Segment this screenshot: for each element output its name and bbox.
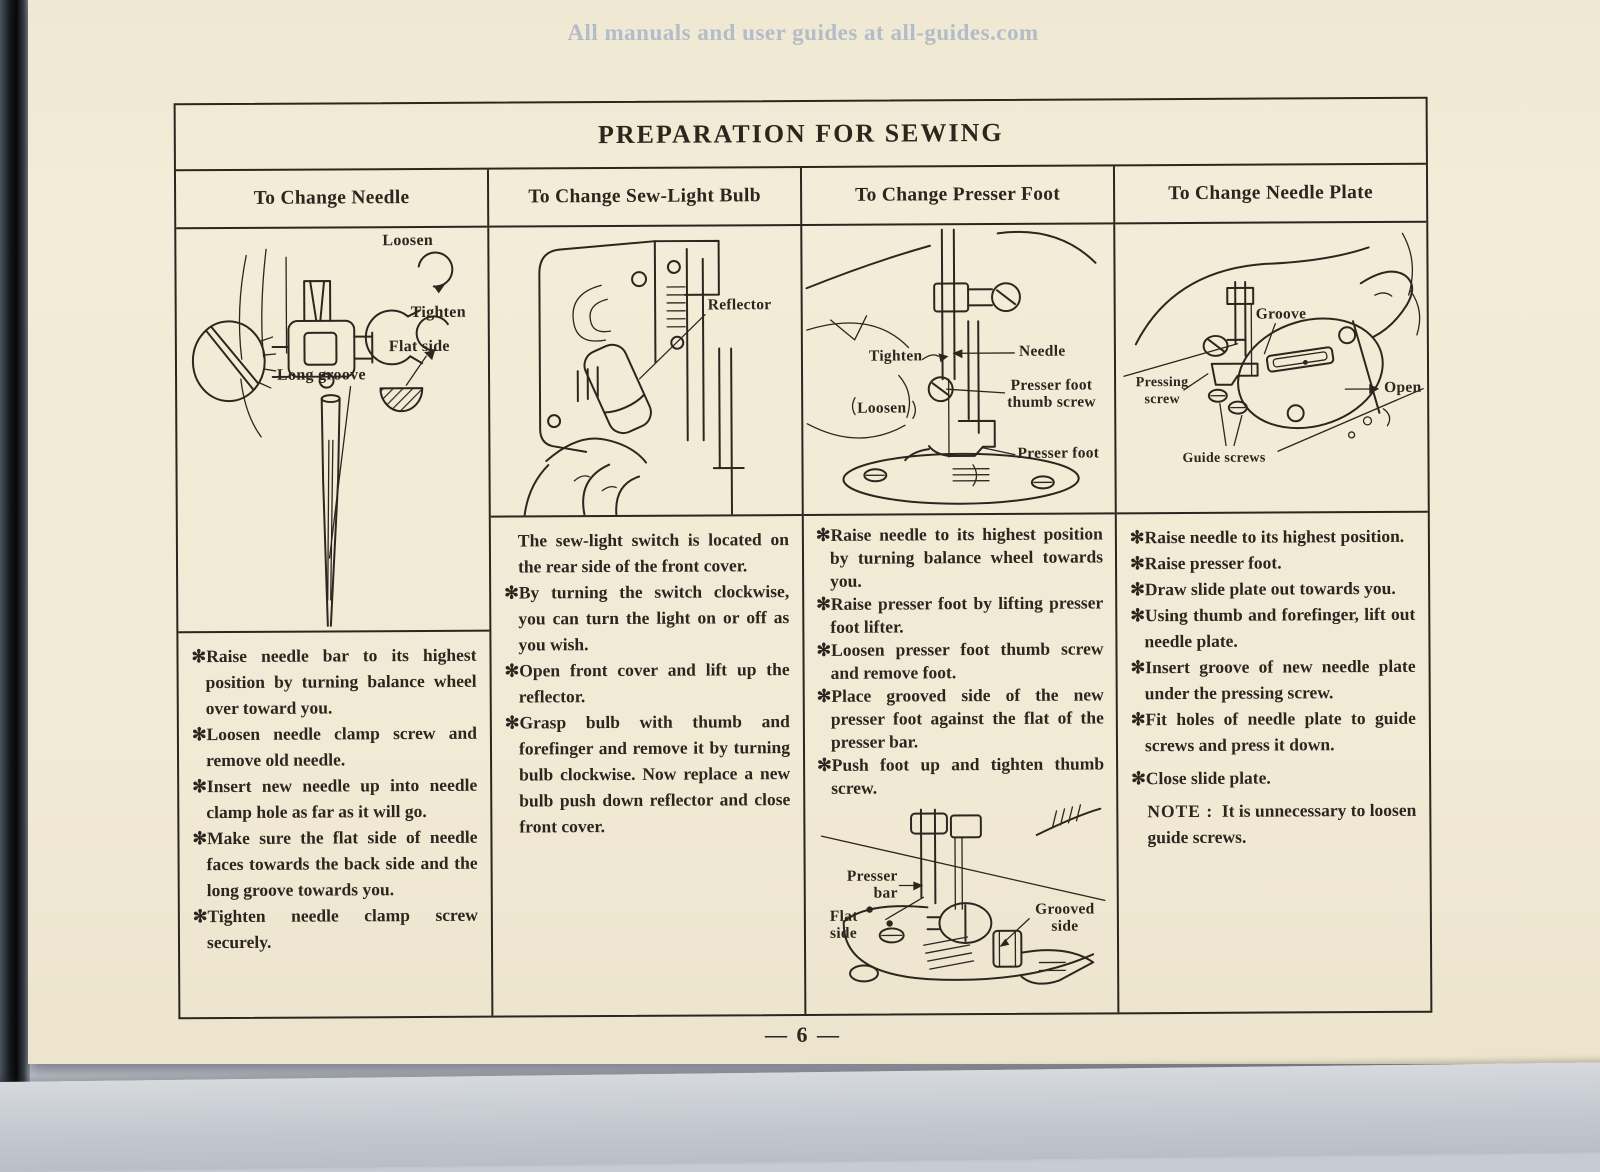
column-change-needle: Loosen Tighten Flat side Long groove ✻Ra…: [176, 227, 494, 1018]
instruction-item: ✻Grasp bulb with thumb and forefinger an…: [504, 711, 791, 837]
column-header-change-needle-plate: To Change Needle Plate: [1168, 182, 1373, 205]
figure-label-tighten: Tighten: [868, 347, 923, 365]
instruction-item: ✻Insert groove of new needle plate under…: [1130, 655, 1416, 704]
figure-label-needle: Needle: [1018, 342, 1066, 360]
manual-page: [28, 0, 1600, 1064]
figure-label-groove: Groove: [1255, 305, 1307, 323]
instruction-item: ✻Raise needle to its highest position.: [1129, 525, 1405, 548]
needle-clamp-illustration: [191, 248, 454, 627]
instruction-item: ✻Raise presser foot by lifting presser f…: [816, 592, 1104, 637]
instruction-item: ✻Raise presser foot.: [1129, 552, 1282, 574]
instruction-item: ✻Using thumb and forefinger, lift out ne…: [1130, 603, 1416, 652]
instructions-change-needle: ✻Raise needle bar to its highest positio…: [178, 632, 491, 962]
figure-label-loosen: Loosen: [382, 231, 434, 250]
needle-plate-illustration: [1123, 232, 1424, 452]
figure-label-tighten: Tighten: [410, 303, 466, 322]
instruction-item: ✻Raise needle bar to its highest positio…: [191, 644, 477, 719]
figure-label-presser-bar: Presser bar: [846, 867, 898, 902]
figure-label-presser-foot: Presser foot: [1017, 444, 1100, 462]
page-number: — 6 —: [765, 1022, 841, 1047]
sew-light-illustration: [523, 239, 745, 516]
instruction-item: ✻By turning the switch clockwise, you ca…: [504, 581, 790, 655]
instruction-item: ✻Draw slide plate out towards you.: [1130, 577, 1396, 600]
instruction-item: ✻Open front cover and lift up the reflec…: [504, 659, 790, 707]
presser-foot-figure: Tighten Loosen Needle Presser foot thumb…: [802, 224, 1115, 516]
instruction-item: ✻Insert new needle up into needle clamp …: [192, 774, 478, 823]
instructions-change-sew-light-bulb: The sew-light switch is located on the r…: [491, 516, 804, 846]
figure-label-flat-side: Flat side: [388, 337, 450, 356]
instruction-item: ✻Loosen presser foot thumb screw and rem…: [816, 638, 1104, 683]
figure-label-open: Open: [1384, 378, 1422, 396]
instructions-change-presser-foot: ✻Raise needle to its highest position by…: [804, 514, 1117, 804]
presser-bar-figure: Presser bar Flat side Grooved side: [805, 802, 1117, 990]
figure-label-guide-screws: Guide screws: [1182, 450, 1266, 467]
figure-label-reflector: Reflector: [707, 296, 772, 314]
column-change-needle-plate: Groove Pressing screw Guide screws Open …: [1115, 222, 1430, 1013]
figure-label-long-groove: Long groove: [276, 366, 366, 384]
figure-label-pressing-screw: Pressing screw: [1135, 374, 1189, 408]
instruction-item: ✻Tighten needle clamp screw securely.: [192, 904, 478, 953]
column-change-presser-foot: Tighten Loosen Needle Presser foot thumb…: [802, 224, 1120, 1014]
column-header-change-needle: To Change Needle: [175, 169, 490, 228]
instructions-change-needle-plate: ✻Raise needle to its highest position. ✻…: [1117, 513, 1430, 857]
needle-clamp-figure: Loosen Tighten Flat side Long groove: [176, 227, 490, 634]
preparation-table: PREPARATION FOR SEWING To Change Needle …: [173, 96, 1433, 1020]
table-title: PREPARATION FOR SEWING: [175, 98, 1426, 172]
instruction-item: ✻Loosen needle clamp screw and remove ol…: [191, 722, 477, 771]
needle-plate-figure: Groove Pressing screw Guide screws Open: [1115, 222, 1428, 515]
instruction-item: The sew-light switch is located on the r…: [517, 529, 789, 577]
note-label: NOTE :: [1147, 800, 1214, 822]
presser-foot-illustration: [805, 228, 1097, 505]
scan-background-strip: [0, 1061, 1600, 1172]
figure-label-grooved-side: Grooved side: [1035, 900, 1095, 935]
instruction-item: ✻Raise needle to its highest position by…: [815, 523, 1104, 591]
column-header-change-sew-light-bulb: To Change Sew-Light Bulb: [488, 168, 803, 226]
instruction-item: ✻Push foot up and tighten thumb screw.: [817, 753, 1105, 798]
figure-label-presser-foot-thumb-screw: Presser foot thumb screw: [1007, 376, 1096, 411]
table-header-row: To Change Needle To Change Sew-Light Bul…: [175, 164, 1427, 230]
instruction-item: ✻Make sure the flat side of needle faces…: [192, 826, 478, 901]
sew-light-figure: Reflector: [489, 226, 802, 518]
watermark-text: All manuals and user guides at all-guide…: [567, 20, 1039, 45]
instruction-item: ✻Close slide plate.: [1131, 767, 1271, 789]
book-binding-edge: [0, 0, 30, 1116]
table-body: Loosen Tighten Flat side Long groove ✻Ra…: [176, 222, 1430, 1018]
instruction-item: ✻Place grooved side of the new presser f…: [816, 684, 1104, 752]
note-item: NOTE : It is unnecessary to loosen guide…: [1131, 797, 1416, 850]
presser-bar-illustration: [820, 804, 1106, 985]
column-change-sew-light-bulb: Reflector The sew-light switch is locate…: [489, 225, 807, 1016]
figure-label-flat-side: Flat side: [829, 907, 858, 942]
instruction-item: ✻Fit holes of needle plate to guide scre…: [1130, 707, 1416, 756]
column-header-change-presser-foot: To Change Presser Foot: [801, 166, 1116, 224]
figure-label-loosen: Loosen: [857, 399, 907, 417]
